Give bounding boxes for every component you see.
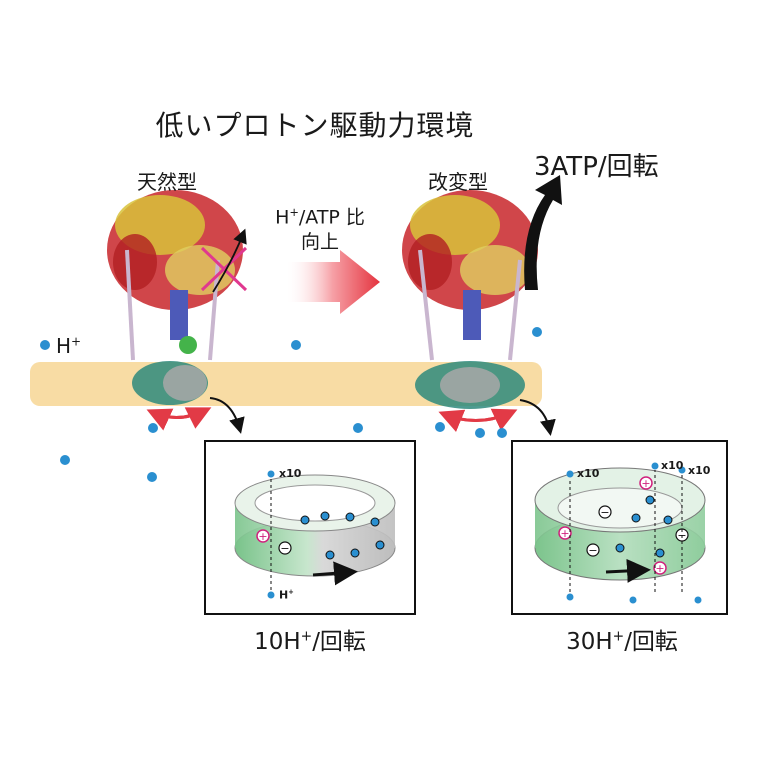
wild-type-label: 天然型 [137,170,197,194]
inset-right-count-a: x10 [577,467,600,480]
inset-right-count-c: x10 [688,464,711,477]
ratio-line2: 向上 [300,231,339,254]
atp-output-arrow [524,175,562,290]
caption-left-sup: + [300,628,313,645]
svg-text:+: + [560,527,569,540]
proton-label: H+ [56,334,81,358]
c-ring-right: + + + − − − [534,462,706,604]
mutant-label: 改変型 [428,170,488,194]
svg-text:+: + [655,562,664,575]
page-title: 低いプロトン駆動力環境 [155,109,475,142]
proton-dots [40,327,542,482]
connector-arrow-right [519,399,556,436]
caption-left-pre: 10H [254,629,301,655]
atp-per-rotation-label: 3ATP/回転 [534,152,659,182]
inset-left-count: x10 [279,467,302,480]
improvement-arrow [285,250,380,314]
ratio-h: H [275,206,290,229]
mutant-atp-synthase [402,190,538,432]
ratio-plus: + [289,205,299,219]
caption-right: 30H+/回転 [512,622,732,656]
inset-left-proton-base: H [279,588,289,602]
svg-text:+: + [258,530,267,543]
inset-left-proton-sup: + [288,588,294,596]
caption-left-post: /回転 [312,629,366,655]
caption-left: 10H+/回転 [205,622,415,656]
caption-right-post: /回転 [624,629,678,655]
proton-base: H [56,334,72,358]
c-ring-left: + − [234,470,396,599]
caption-right-pre: 30H [566,629,613,655]
wild-type-atp-synthase [107,190,243,431]
caption-right-sup: + [612,628,625,645]
inset-right-count-b: x10 [661,459,684,472]
proton-sup: + [71,334,82,349]
svg-text:+: + [641,477,650,490]
ratio-label: H+/ATP 比 向上 [260,200,380,255]
ratio-rest: /ATP 比 [298,206,365,229]
svg-text:−: − [600,506,609,519]
svg-text:−: − [280,542,289,555]
inset-left-proton: H+ [279,588,294,602]
svg-text:−: − [588,544,597,557]
cross-mark [200,228,248,293]
connector-arrow-left [209,397,245,434]
